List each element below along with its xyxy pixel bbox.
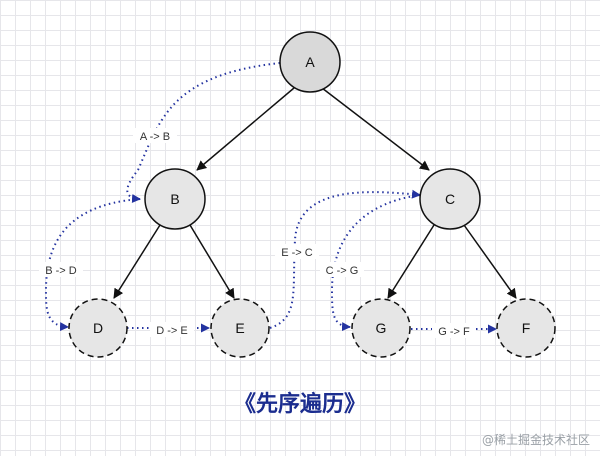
node-d: D [68, 298, 128, 358]
watermark: @稀土掘金技术社区 [481, 433, 590, 447]
svg-text:C: C [445, 191, 455, 207]
node-g: G [351, 298, 411, 358]
svg-text:A -> B: A -> B [140, 131, 170, 143]
node-a: A [279, 31, 341, 93]
svg-text:B -> D: B -> D [45, 265, 77, 277]
edge-c-f [463, 224, 517, 299]
edge-a-c [321, 87, 430, 171]
node-e: E [210, 298, 270, 358]
svg-text:E -> C: E -> C [281, 247, 313, 259]
svg-text:C -> G: C -> G [326, 265, 359, 277]
svg-text:G -> F: G -> F [438, 326, 470, 338]
svg-text:B: B [170, 191, 179, 207]
svg-text:D -> E: D -> E [156, 325, 187, 337]
edge-b-d [113, 224, 161, 299]
edge-b-e [189, 224, 235, 299]
svg-text:E: E [235, 320, 244, 336]
node-b: B [144, 168, 206, 230]
svg-text:D: D [93, 320, 103, 336]
node-f: F [496, 298, 556, 358]
edge-a-b [196, 87, 295, 171]
node-c: C [419, 168, 481, 230]
label-e-to-c: E -> C [275, 244, 319, 259]
diagram-caption: 《先序遍历》 [233, 392, 366, 417]
svg-text:A: A [305, 54, 315, 70]
label-b-to-d: B -> D [39, 262, 83, 277]
label-c-to-g: C -> G [320, 262, 364, 277]
label-g-to-f: G -> F [432, 323, 476, 338]
svg-text:F: F [522, 320, 531, 336]
edge-c-g [387, 224, 435, 299]
label-d-to-e: D -> E [150, 322, 194, 337]
svg-text:G: G [376, 320, 387, 336]
label-a-to-b: A -> B [133, 128, 177, 143]
